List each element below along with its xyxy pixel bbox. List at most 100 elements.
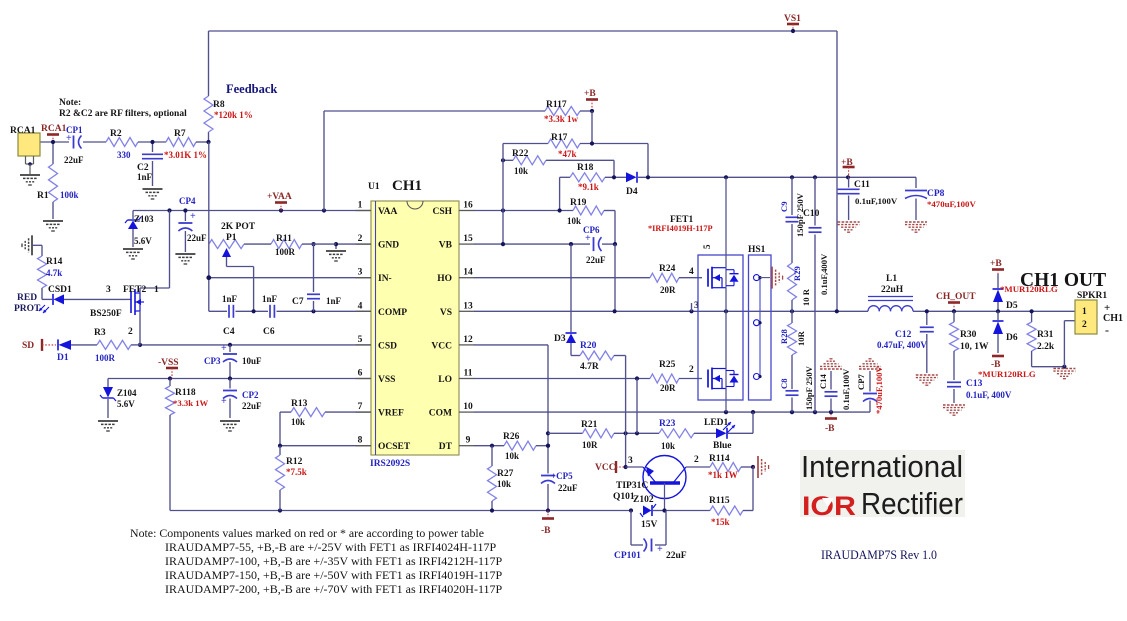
svg-text:*47k: *47k bbox=[558, 149, 577, 159]
svg-text:*3.3k 1w: *3.3k 1w bbox=[544, 114, 579, 124]
svg-text:R21: R21 bbox=[581, 420, 598, 430]
svg-text:Z104: Z104 bbox=[117, 388, 137, 398]
svg-text:VB: VB bbox=[439, 241, 453, 251]
svg-text:R26: R26 bbox=[503, 432, 520, 442]
svg-text:2K POT: 2K POT bbox=[221, 222, 256, 232]
svg-text:2.2k: 2.2k bbox=[1037, 342, 1055, 352]
svg-text:D3: D3 bbox=[554, 334, 566, 344]
svg-text:*15k: *15k bbox=[711, 517, 730, 527]
svg-text:*MUR120RLG: *MUR120RLG bbox=[1000, 284, 1058, 294]
svg-text:R23: R23 bbox=[659, 419, 676, 429]
svg-text:*3.01K 1%: *3.01K 1% bbox=[164, 150, 207, 160]
svg-text:PROT: PROT bbox=[14, 304, 41, 314]
svg-text:4.7k: 4.7k bbox=[46, 268, 62, 278]
svg-text:VAA: VAA bbox=[378, 207, 397, 217]
svg-text:100k: 100k bbox=[60, 190, 79, 200]
svg-text:4: 4 bbox=[358, 301, 363, 311]
svg-text:22uF: 22uF bbox=[187, 233, 207, 243]
svg-text:IN-: IN- bbox=[378, 274, 392, 284]
svg-text:12: 12 bbox=[463, 335, 473, 345]
svg-text:5: 5 bbox=[702, 244, 712, 249]
svg-text:+VAA: +VAA bbox=[267, 192, 292, 202]
svg-text:C4: C4 bbox=[223, 327, 235, 337]
svg-text:TIP31C: TIP31C bbox=[616, 481, 648, 491]
svg-text:C10: C10 bbox=[803, 209, 820, 219]
svg-text:R17: R17 bbox=[551, 133, 568, 143]
svg-text:R20: R20 bbox=[580, 341, 597, 351]
svg-text:3: 3 bbox=[106, 285, 111, 295]
svg-text:*3.3k 1W: *3.3k 1W bbox=[173, 398, 209, 408]
svg-text:20R: 20R bbox=[660, 285, 676, 295]
svg-text:+: + bbox=[66, 133, 72, 144]
svg-text:+B: +B bbox=[990, 259, 1002, 269]
svg-text:CP1: CP1 bbox=[66, 125, 83, 135]
svg-text:C7: C7 bbox=[292, 297, 304, 307]
svg-text:1: 1 bbox=[358, 201, 363, 211]
svg-text:CH1 OUT: CH1 OUT bbox=[1020, 270, 1106, 291]
svg-text:*MUR120RLG: *MUR120RLG bbox=[978, 369, 1036, 379]
svg-text:R118: R118 bbox=[175, 388, 196, 398]
svg-text:CH1: CH1 bbox=[392, 178, 422, 194]
svg-text:CSD1: CSD1 bbox=[48, 285, 72, 295]
svg-text:D5: D5 bbox=[1006, 301, 1018, 311]
svg-text:1nF: 1nF bbox=[326, 296, 342, 306]
svg-text:COM: COM bbox=[429, 409, 452, 419]
svg-text:2: 2 bbox=[1082, 320, 1087, 330]
svg-text:+CP5: +CP5 bbox=[551, 471, 573, 481]
svg-text:IOR: IOR bbox=[802, 491, 856, 521]
svg-text:International: International bbox=[801, 449, 963, 484]
svg-text:10k: 10k bbox=[497, 479, 511, 489]
svg-text:IRAUDAMP7-200, +B,-B are +/-70: IRAUDAMP7-200, +B,-B are +/-70V with FET… bbox=[165, 582, 503, 596]
svg-text:+: + bbox=[585, 233, 591, 244]
svg-text:VREF: VREF bbox=[378, 409, 404, 419]
svg-text:3: 3 bbox=[358, 268, 363, 278]
svg-text:*470uF,100V: *470uF,100V bbox=[927, 199, 976, 209]
svg-text:3: 3 bbox=[628, 456, 633, 466]
svg-text:Blue: Blue bbox=[713, 441, 731, 451]
svg-text:L1: L1 bbox=[886, 274, 897, 284]
svg-text:+: + bbox=[221, 343, 227, 354]
svg-text:-B: -B bbox=[991, 360, 1001, 370]
svg-text:*1k 1W: *1k 1W bbox=[708, 470, 738, 480]
svg-text:11: 11 bbox=[464, 369, 473, 379]
svg-text:10k: 10k bbox=[567, 216, 581, 226]
svg-text:+B: +B bbox=[841, 158, 853, 168]
svg-text:0.1uF,100V: 0.1uF,100V bbox=[855, 196, 898, 206]
svg-text:1nF: 1nF bbox=[222, 294, 238, 304]
svg-text:-B: -B bbox=[541, 526, 551, 536]
svg-text:R12: R12 bbox=[286, 457, 303, 467]
svg-text:RCA1: RCA1 bbox=[41, 124, 67, 134]
svg-text:10R: 10R bbox=[582, 440, 598, 450]
svg-text:R117: R117 bbox=[546, 100, 567, 110]
svg-text:100R: 100R bbox=[275, 247, 296, 257]
svg-text:Note:: Note: bbox=[59, 98, 81, 108]
svg-text:R11: R11 bbox=[276, 234, 292, 244]
svg-text:HS1: HS1 bbox=[748, 245, 766, 255]
svg-text:*470uF,100V: *470uF,100V bbox=[874, 366, 884, 414]
svg-text:VS: VS bbox=[440, 308, 452, 318]
svg-text:20R: 20R bbox=[660, 383, 676, 393]
svg-text:100R: 100R bbox=[95, 353, 116, 363]
svg-text:150pF 250V: 150pF 250V bbox=[795, 192, 805, 237]
svg-text:2: 2 bbox=[694, 455, 699, 465]
svg-text:CP101: CP101 bbox=[614, 551, 641, 561]
svg-text:Feedback: Feedback bbox=[226, 82, 277, 96]
svg-text:Z103: Z103 bbox=[134, 214, 154, 224]
svg-text:10k: 10k bbox=[505, 451, 519, 461]
svg-text:R115: R115 bbox=[709, 496, 730, 506]
svg-text:13: 13 bbox=[463, 301, 473, 311]
svg-text:5.6V: 5.6V bbox=[134, 236, 152, 246]
svg-text:R24: R24 bbox=[659, 264, 676, 274]
svg-text:CP7: CP7 bbox=[856, 374, 866, 390]
svg-text:4: 4 bbox=[689, 267, 694, 277]
svg-text:Z102: Z102 bbox=[633, 495, 654, 505]
svg-text:R27: R27 bbox=[497, 469, 514, 479]
svg-text:0.1uF,400V: 0.1uF,400V bbox=[819, 253, 829, 295]
svg-text:22uH: 22uH bbox=[881, 285, 904, 295]
svg-text:OCSET: OCSET bbox=[378, 442, 411, 452]
svg-text:VS1: VS1 bbox=[784, 14, 801, 24]
svg-text:CP6: CP6 bbox=[583, 225, 600, 235]
svg-text:+: + bbox=[190, 211, 196, 222]
svg-text:10k: 10k bbox=[661, 441, 675, 451]
svg-text:*120k 1%: *120k 1% bbox=[214, 110, 253, 120]
